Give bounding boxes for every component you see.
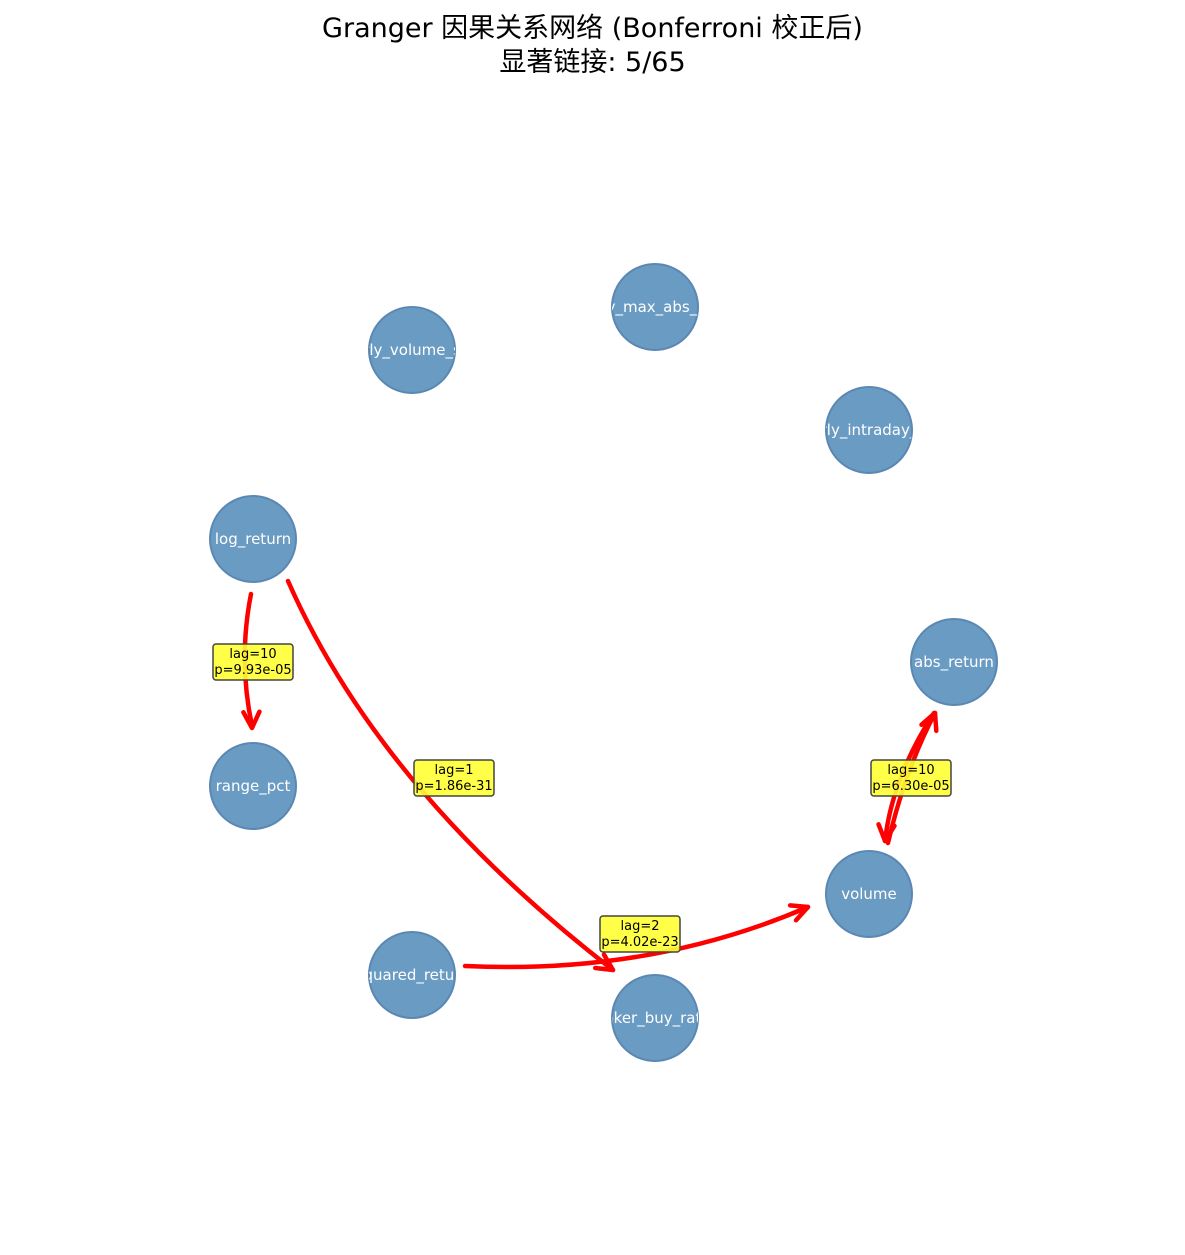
- node-hourly-volume-std[interactable]: rly_volume_s: [363, 306, 461, 394]
- edge-squared_return-to-volume: [462, 903, 811, 970]
- edge-line: [462, 904, 811, 970]
- node-taker-buy-ratio[interactable]: aker_buy_rati: [604, 974, 705, 1062]
- node-circle[interactable]: [611, 263, 699, 351]
- node-label: quared_retur: [364, 966, 462, 985]
- edge-label-lag: lag=10: [229, 647, 276, 662]
- node-hourly-intraday[interactable]: rly_intraday_: [821, 386, 918, 474]
- edge-label-pvalue: p=1.86e-31: [415, 779, 492, 794]
- edge-arrowhead: [787, 903, 811, 923]
- node-circle[interactable]: [611, 974, 699, 1062]
- edge-labels-layer: lag=10p=9.93e-05lag=1p=1.86e-31lag=2p=4.…: [212, 643, 952, 953]
- node-label: aker_buy_rati: [604, 1009, 705, 1028]
- edge-label-box: [599, 915, 681, 953]
- node-circle[interactable]: [825, 850, 913, 938]
- chart-title: Granger 因果关系网络 (Bonferroni 校正后) 显著链接: 5/…: [0, 12, 1185, 80]
- edge-label-box: [212, 643, 294, 681]
- edge-label-pvalue: p=9.93e-05: [214, 663, 291, 678]
- node-volume[interactable]: volume: [825, 850, 913, 938]
- edge-label-lag: lag=10: [887, 763, 934, 778]
- node-hourly-max-abs-return[interactable]: y_max_abs_r: [607, 263, 705, 351]
- edge-label-pvalue: p=6.30e-05: [872, 779, 949, 794]
- node-squared-return[interactable]: quared_retur: [364, 931, 462, 1019]
- node-label: y_max_abs_r: [607, 298, 705, 317]
- node-label: rly_volume_s: [363, 341, 461, 360]
- node-circle[interactable]: [825, 386, 913, 474]
- nodes-layer: y_max_abs_r rly_volume_s rly_intraday_ log_…: [209, 263, 998, 1062]
- edge-label-box: [413, 759, 495, 797]
- edge-label-box: [870, 759, 952, 797]
- edge-label: lag=2p=4.02e-23: [599, 915, 681, 953]
- node-label: abs_return: [914, 653, 994, 672]
- edge-label-pvalue: p=4.02e-23: [601, 935, 678, 950]
- edge-label: lag=10p=9.93e-05: [212, 643, 294, 681]
- edge-label-lag: lag=2: [621, 919, 660, 934]
- node-circle[interactable]: [209, 742, 297, 830]
- edge-label: lag=10p=6.30e-05: [870, 759, 952, 797]
- node-circle[interactable]: [368, 931, 456, 1019]
- node-label: volume: [841, 885, 897, 903]
- node-range-pct[interactable]: range_pct: [209, 742, 297, 830]
- node-label: range_pct: [216, 777, 291, 796]
- node-circle[interactable]: [910, 618, 998, 706]
- edge-label: lag=1p=1.86e-31: [413, 759, 495, 797]
- node-abs-return[interactable]: abs_return: [910, 618, 998, 706]
- node-label: rly_intraday_: [821, 421, 918, 440]
- node-circle[interactable]: [209, 495, 297, 583]
- edge-arrowhead: [241, 709, 262, 731]
- node-label: log_return: [215, 530, 291, 549]
- title-line-2: 显著链接: 5/65: [499, 47, 686, 78]
- node-log-return[interactable]: log_return: [209, 495, 297, 583]
- title-line-1: Granger 因果关系网络 (Bonferroni 校正后): [322, 13, 863, 44]
- edge-arrowhead: [876, 822, 897, 844]
- node-circle[interactable]: [368, 306, 456, 394]
- edge-label-lag: lag=1: [435, 763, 474, 778]
